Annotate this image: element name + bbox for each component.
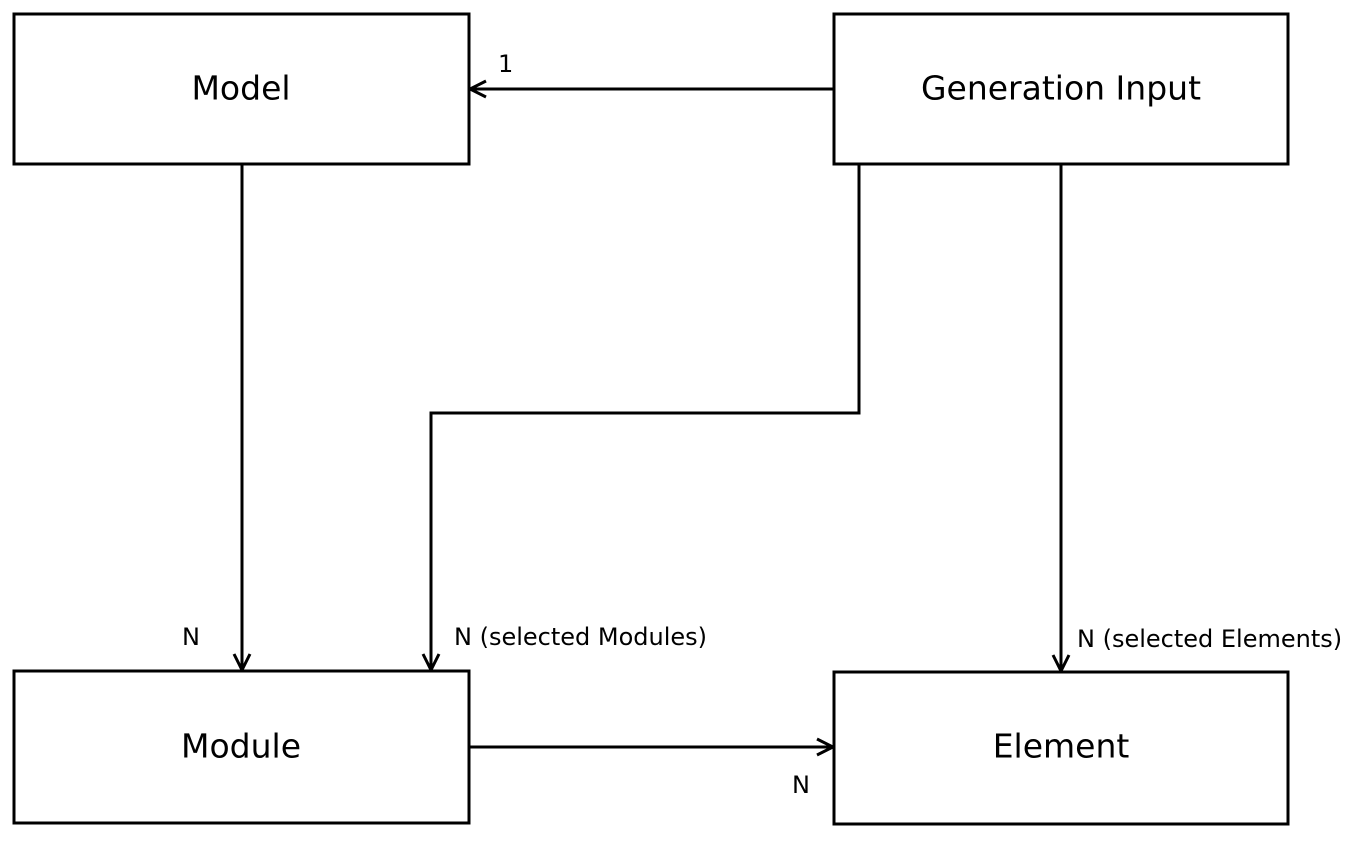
node-module: Module: [12, 669, 471, 825]
element-label: Element: [993, 727, 1130, 766]
edge-label-module-multiplicity: N: [182, 623, 200, 651]
generation-input-box: [832, 12, 1290, 166]
edge-label-selected-modules: N (selected Modules): [454, 623, 707, 651]
generation-input-label: Generation Input: [921, 69, 1201, 108]
edge-label-element-multiplicity: N: [792, 771, 810, 799]
module-box: [12, 669, 471, 825]
node-model: Model: [12, 12, 471, 166]
edge-generation-input-to-module: [431, 164, 861, 670]
node-element: Element: [832, 670, 1290, 826]
edge-label-selected-elements: N (selected Elements): [1077, 625, 1342, 653]
element-box: [832, 670, 1290, 826]
node-generation-input: Generation Input: [832, 12, 1290, 166]
module-label: Module: [181, 727, 301, 766]
edge-label-model-multiplicity: 1: [498, 50, 513, 78]
model-label: Model: [191, 69, 290, 108]
model-box: [12, 12, 471, 166]
